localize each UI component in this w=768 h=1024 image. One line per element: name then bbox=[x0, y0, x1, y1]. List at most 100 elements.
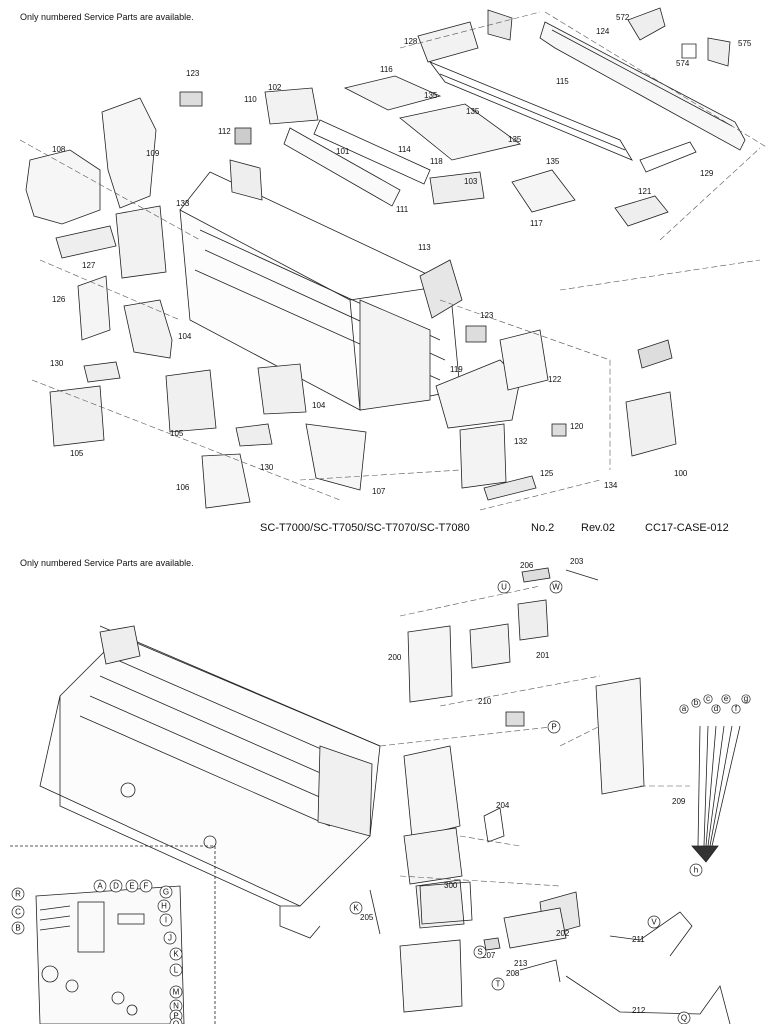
part-number-callout: 101 bbox=[336, 147, 350, 156]
part-number-callout: 100 bbox=[674, 469, 688, 478]
parts-sheet-case-2: Only numbered Service Parts are availabl… bbox=[0, 546, 768, 1024]
connector-marker-label: Q bbox=[173, 1020, 179, 1024]
part-number-callout: 113 bbox=[418, 243, 431, 252]
part-number-callout: 118 bbox=[430, 157, 443, 166]
part-number-callout: 210 bbox=[478, 697, 492, 706]
part-number-callout: 123 bbox=[480, 311, 494, 320]
connector-marker-label: E bbox=[129, 882, 134, 891]
part-number-callout: 133 bbox=[176, 199, 190, 208]
service-parts-note: Only numbered Service Parts are availabl… bbox=[20, 558, 194, 568]
part-number-callout: 104 bbox=[178, 332, 192, 341]
connector-marker-label: K bbox=[353, 904, 359, 913]
service-parts-note: Only numbered Service Parts are availabl… bbox=[20, 12, 194, 22]
part-number-callout: 207 bbox=[482, 951, 496, 960]
part-number-callout: 115 bbox=[556, 77, 569, 86]
connector-marker-circle bbox=[125, 879, 139, 893]
connector-marker-label: M bbox=[173, 988, 180, 997]
part-number-callout: 205 bbox=[360, 913, 374, 922]
part-number-callout: 127 bbox=[82, 261, 96, 270]
connector-marker-label: B bbox=[15, 924, 20, 933]
part-number-callout: 209 bbox=[672, 797, 686, 806]
connector-marker-label: P bbox=[173, 1012, 178, 1021]
part-number-callout: 120 bbox=[570, 422, 584, 431]
connector-marker-circle bbox=[647, 915, 661, 929]
connector-marker-label: P bbox=[551, 723, 556, 732]
connector-marker-label: a bbox=[682, 704, 687, 713]
part-number-callout: 128 bbox=[404, 37, 418, 46]
connector-marker-circle bbox=[169, 963, 183, 977]
connector-marker-circle bbox=[11, 921, 25, 935]
connector-marker-circle bbox=[547, 720, 561, 734]
connector-marker-label: J bbox=[168, 934, 172, 943]
part-number-callout: 135 bbox=[546, 157, 560, 166]
connector-marker-circle bbox=[679, 704, 689, 714]
connector-marker-circle bbox=[139, 879, 153, 893]
part-number-callout: 110 bbox=[244, 95, 257, 104]
part-number-callout: 119 bbox=[450, 365, 463, 374]
part-number-callout: 204 bbox=[496, 801, 510, 810]
connector-marker-circle bbox=[157, 899, 171, 913]
part-number-callout: 123 bbox=[186, 69, 200, 78]
part-number-callout: 109 bbox=[146, 149, 160, 158]
part-number-callout: 203 bbox=[570, 557, 584, 566]
parts-sheet-case-1: Only numbered Service Parts are availabl… bbox=[19, 7, 768, 534]
connector-marker-label: A bbox=[97, 882, 103, 891]
part-number-callout: 108 bbox=[52, 145, 66, 154]
connector-marker-label: C bbox=[15, 908, 21, 917]
connector-marker-label: G bbox=[163, 888, 169, 897]
model-name: SC-T7000/SC-T7050/SC-T7070/SC-T7080 bbox=[260, 522, 470, 534]
connector-marker-circle bbox=[711, 704, 721, 714]
connector-marker-circle bbox=[169, 1017, 183, 1024]
part-number-callout: 114 bbox=[398, 145, 411, 154]
part-number-callout: 107 bbox=[372, 487, 386, 496]
part-number-callout: 126 bbox=[52, 295, 66, 304]
connector-marker-circle bbox=[731, 704, 741, 714]
connector-marker-label: e bbox=[724, 694, 729, 703]
connector-marker-label: W bbox=[552, 583, 560, 592]
connector-marker-label: d bbox=[714, 704, 718, 713]
connector-marker-circle bbox=[677, 1011, 691, 1024]
part-number-callout: 125 bbox=[540, 469, 554, 478]
connector-marker-circle bbox=[169, 985, 183, 999]
connector-marker-circle bbox=[349, 901, 363, 915]
part-number-callout: 135 bbox=[424, 91, 438, 100]
connector-marker-label: F bbox=[144, 882, 149, 891]
connector-marker-circle bbox=[689, 863, 703, 877]
part-number-callout: 134 bbox=[604, 481, 618, 490]
part-number-callout: 208 bbox=[506, 969, 520, 978]
part-number-callout: 106 bbox=[176, 483, 190, 492]
part-number-callout: 121 bbox=[638, 187, 652, 196]
connector-marker-circle bbox=[159, 913, 173, 927]
part-number-callout: 574 bbox=[676, 59, 690, 68]
part-number-callout: 572 bbox=[616, 13, 630, 22]
part-number-callout: 212 bbox=[632, 1006, 646, 1015]
connector-marker-label: b bbox=[694, 698, 699, 707]
connector-marker-label: V bbox=[651, 918, 657, 927]
connector-marker-label: L bbox=[174, 966, 179, 975]
connector-marker-label: g bbox=[744, 694, 748, 703]
connector-marker-circle bbox=[163, 931, 177, 945]
part-number-callout: 130 bbox=[50, 359, 64, 368]
connector-marker-label: U bbox=[501, 583, 507, 592]
connector-marker-label: H bbox=[161, 902, 167, 911]
part-number-callout: 105 bbox=[70, 449, 84, 458]
connector-marker-circle bbox=[159, 885, 173, 899]
connector-marker-circle bbox=[93, 879, 107, 893]
connector-marker-circle bbox=[741, 694, 751, 704]
part-number-callout: 105 bbox=[170, 429, 184, 438]
revision: Rev.02 bbox=[581, 522, 616, 534]
page-number: No.2 bbox=[531, 522, 555, 534]
connector-marker-circle bbox=[109, 879, 123, 893]
connector-marker-label: h bbox=[694, 866, 698, 875]
part-number-callout: 300 bbox=[444, 881, 458, 890]
part-number-callout: 135 bbox=[466, 107, 480, 116]
part-number-callout: 575 bbox=[738, 39, 752, 48]
connector-marker-circle bbox=[473, 945, 487, 959]
connector-marker-label: N bbox=[173, 1002, 179, 1011]
connector-marker-label: Q bbox=[681, 1014, 687, 1023]
part-number-callout: 130 bbox=[260, 463, 274, 472]
part-number-callout: 117 bbox=[530, 219, 543, 228]
part-number-callout: 132 bbox=[514, 437, 528, 446]
part-number-callout: 211 bbox=[632, 935, 645, 944]
